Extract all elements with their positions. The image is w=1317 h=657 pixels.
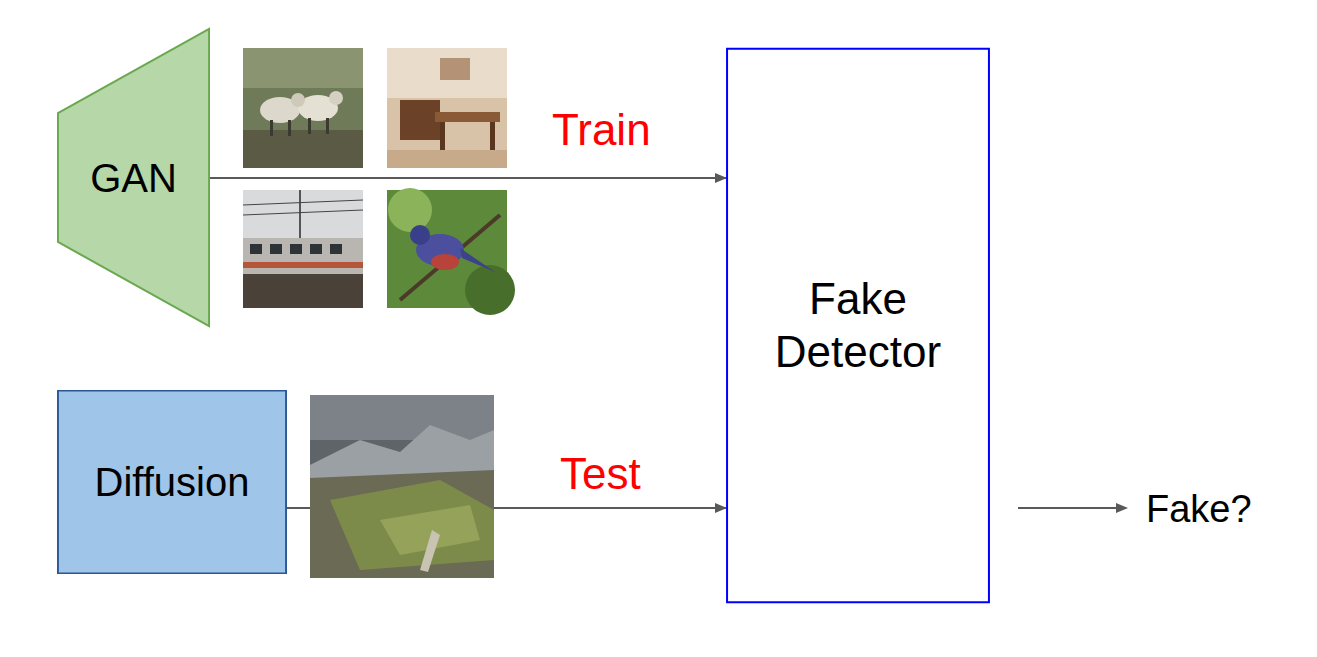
train-label: Train bbox=[552, 108, 651, 152]
room-image bbox=[387, 48, 507, 168]
node-label: Fake Detector bbox=[756, 273, 960, 379]
output-label: Fake? bbox=[1146, 490, 1252, 528]
generator-trapezoid: GAN bbox=[57, 27, 210, 328]
bird-image bbox=[387, 188, 515, 315]
arrow-connector bbox=[210, 177, 726, 179]
generator-box: Diffusion bbox=[57, 390, 287, 574]
node-label: GAN bbox=[90, 154, 177, 202]
node-label: Diffusion bbox=[95, 458, 250, 506]
train-image bbox=[243, 190, 363, 308]
test-label: Test bbox=[560, 452, 641, 496]
detector-box: Fake Detector bbox=[726, 47, 990, 604]
landscape-image bbox=[310, 395, 494, 578]
node-outline bbox=[726, 47, 990, 604]
output-arrow bbox=[1018, 503, 1128, 513]
sheep-image bbox=[243, 48, 363, 168]
